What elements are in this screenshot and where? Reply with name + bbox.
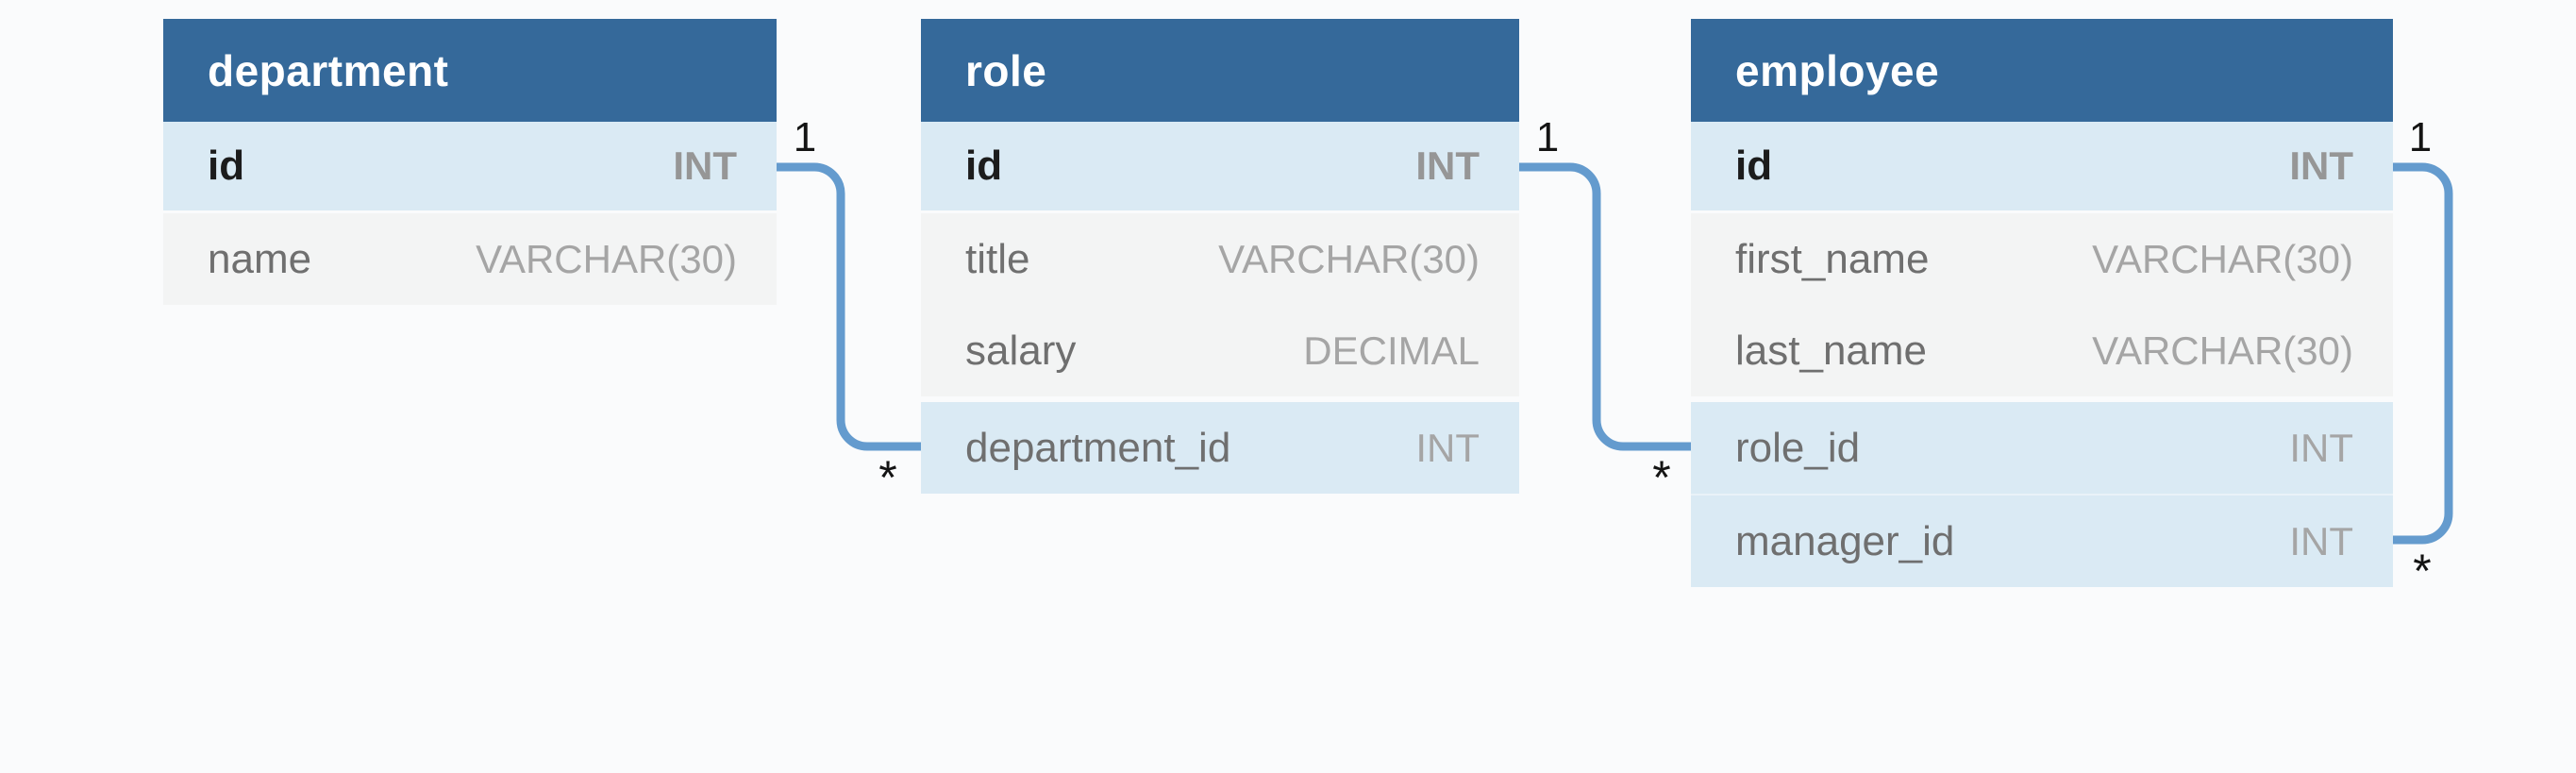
cardinality-many-role-department-id: * — [878, 451, 897, 504]
relationship-department-role — [777, 162, 921, 451]
column-name: title — [965, 235, 1030, 282]
column-type: VARCHAR(30) — [1218, 236, 1480, 281]
cardinality-one-department: 1 — [793, 114, 817, 160]
column-type: VARCHAR(30) — [476, 236, 737, 281]
relationship-role-employee — [1519, 162, 1691, 451]
column-row-role-department-id: department_id INT — [921, 402, 1519, 494]
column-name: id — [1735, 143, 1773, 189]
table-role-title: role — [965, 45, 1047, 95]
column-type: INT — [673, 143, 737, 188]
column-type: INT — [2289, 518, 2353, 563]
column-name: first_name — [1735, 235, 1930, 282]
column-name: id — [965, 143, 1003, 189]
column-row-role-id: id INT — [921, 122, 1519, 213]
column-row-department-name: name VARCHAR(30) — [163, 213, 777, 305]
table-department-title: department — [208, 45, 449, 95]
table-department[interactable]: department id INT name VARCHAR(30) — [163, 19, 777, 305]
column-row-role-salary: salary DECIMAL — [921, 305, 1519, 402]
cardinality-one-employee: 1 — [2408, 114, 2433, 160]
column-name: last_name — [1735, 327, 1928, 374]
table-department-header: department — [163, 19, 777, 122]
column-name: role_id — [1735, 424, 1861, 471]
column-type: INT — [1415, 425, 1480, 470]
column-type: VARCHAR(30) — [2092, 236, 2353, 281]
column-type: INT — [2289, 425, 2353, 470]
table-role[interactable]: role id INT title VARCHAR(30) salary DEC… — [921, 19, 1519, 494]
column-row-employee-manager-id: manager_id INT — [1691, 496, 2393, 587]
table-employee-header: employee — [1691, 19, 2393, 122]
cardinality-many-employee-role-id: * — [1652, 451, 1671, 504]
relationship-employee-self — [2393, 162, 2453, 545]
cardinality-one-role: 1 — [1535, 114, 1560, 160]
table-role-header: role — [921, 19, 1519, 122]
column-name: manager_id — [1735, 517, 1955, 564]
column-name: salary — [965, 327, 1077, 374]
column-name: department_id — [965, 424, 1231, 471]
column-row-employee-last-name: last_name VARCHAR(30) — [1691, 305, 2393, 402]
column-type: DECIMAL — [1303, 328, 1480, 373]
column-row-role-title: title VARCHAR(30) — [921, 213, 1519, 305]
column-type: INT — [1415, 143, 1480, 188]
cardinality-many-employee-manager-id: * — [2413, 545, 2432, 597]
table-employee[interactable]: employee id INT first_name VARCHAR(30) l… — [1691, 19, 2393, 587]
column-name: name — [208, 235, 312, 282]
column-row-employee-first-name: first_name VARCHAR(30) — [1691, 213, 2393, 305]
column-row-employee-role-id: role_id INT — [1691, 402, 2393, 496]
column-row-employee-id: id INT — [1691, 122, 2393, 213]
column-type: VARCHAR(30) — [2092, 328, 2353, 373]
table-employee-title: employee — [1735, 45, 1940, 95]
column-row-department-id: id INT — [163, 122, 777, 213]
column-type: INT — [2289, 143, 2353, 188]
column-name: id — [208, 143, 245, 189]
